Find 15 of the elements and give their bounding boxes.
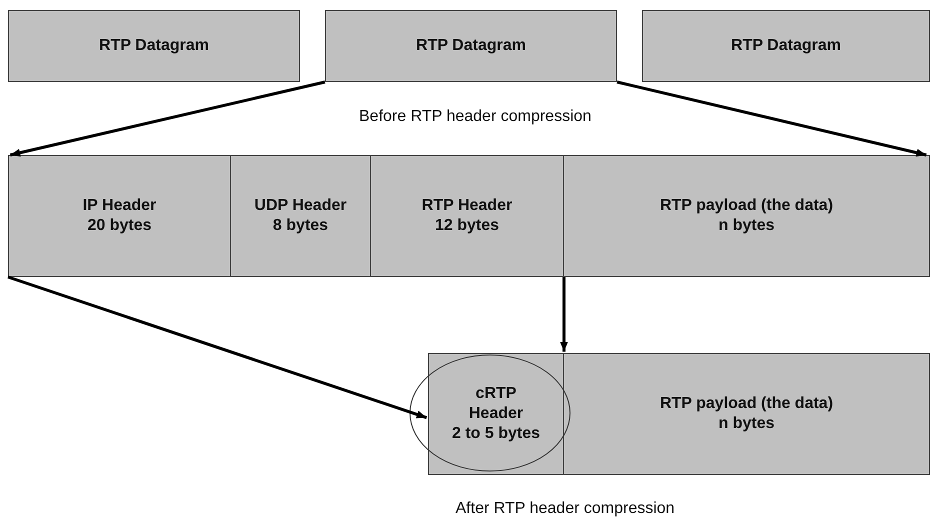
payload-field: RTP payload (the data) n bytes — [563, 353, 930, 475]
header-field: UDP Header 8 bytes — [230, 155, 371, 277]
header-field: RTP Header 12 bytes — [370, 155, 564, 277]
header-field: cRTP Header 2 to 5 bytes — [428, 353, 564, 475]
datagram-box: RTP Datagram — [642, 10, 930, 82]
arrow — [560, 277, 568, 352]
datagram-box: RTP Datagram — [325, 10, 617, 82]
caption-text: Before RTP header compression — [359, 108, 592, 126]
arrow — [616, 80, 927, 157]
caption-text: After RTP header compression — [456, 500, 675, 518]
payload-field: RTP payload (the data) n bytes — [563, 155, 930, 277]
arrow — [8, 276, 428, 420]
arrow — [10, 80, 326, 157]
header-field: IP Header 20 bytes — [8, 155, 231, 277]
datagram-box: RTP Datagram — [8, 10, 300, 82]
